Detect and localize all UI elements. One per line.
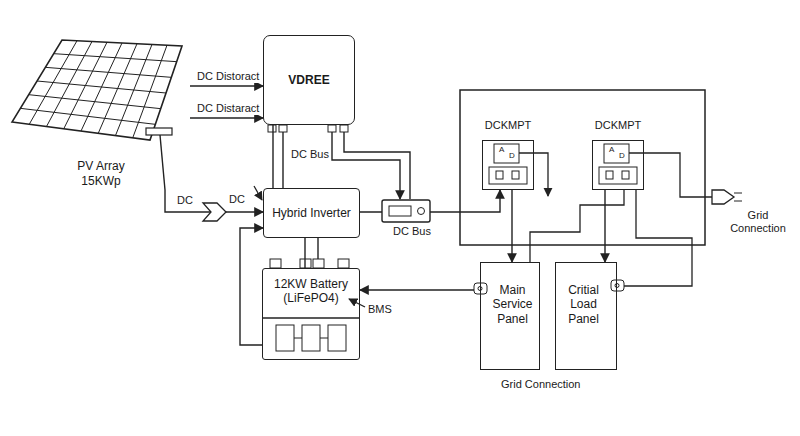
ad-converter <box>494 144 519 163</box>
bms-leader <box>349 299 365 307</box>
battery-details <box>262 259 360 351</box>
panel-plug <box>611 280 624 291</box>
pv-array: PV Array 15KWp <box>5 35 190 190</box>
pv-cell-line <box>54 54 177 62</box>
battery-wire <box>317 238 318 260</box>
node-heading: DCKMPT <box>573 119 663 132</box>
battery-cell <box>276 325 294 351</box>
terminal <box>496 171 503 179</box>
cell-link <box>294 338 302 339</box>
connector <box>340 125 348 132</box>
critical-load-wire <box>624 190 692 286</box>
dc-leader <box>254 186 262 200</box>
wire-label: DC <box>228 193 246 206</box>
pv-cell-line <box>29 95 161 109</box>
node-label: PV Array 15KWp <box>65 159 137 188</box>
battery-box: 12KW Battery (LiFePO4) <box>262 268 360 360</box>
battery-terminal <box>270 259 281 268</box>
connector <box>511 190 512 262</box>
dc-bus-meter <box>389 206 411 216</box>
connector <box>279 125 287 132</box>
connector-label: DC <box>176 194 194 207</box>
connector <box>304 238 305 268</box>
signal-label: D <box>508 151 516 161</box>
terminal <box>512 171 519 179</box>
cell-link <box>320 338 328 339</box>
terminal-block <box>489 167 527 184</box>
signal-label: A <box>498 145 505 155</box>
pv-panel <box>12 40 182 190</box>
critical-load-panel: Critial Load Panel <box>555 262 617 370</box>
dc-bus-box <box>382 200 430 222</box>
connector <box>190 85 263 86</box>
part-label: BMS <box>367 303 393 316</box>
device-connectors <box>268 125 348 132</box>
panel-wire <box>530 190 624 262</box>
hybrid-inverter-box: Hybrid Inverter <box>263 188 360 238</box>
pv-cell-line <box>45 67 171 77</box>
signal-label: A <box>608 145 615 155</box>
connector <box>272 125 273 188</box>
main-service-panel: Main Service Panel <box>480 262 540 370</box>
grid-plug <box>712 190 742 204</box>
charge-controller-box: VDREE <box>263 35 355 125</box>
dc-combiner <box>203 203 226 221</box>
signal-label: D <box>618 151 626 161</box>
converter-symbols <box>489 144 637 184</box>
pv-bracket <box>146 128 172 135</box>
pv-cell-line <box>20 108 155 124</box>
pv-stand <box>160 135 165 190</box>
terminal <box>622 171 629 179</box>
pv-cell-line <box>37 81 166 93</box>
connector <box>604 190 605 262</box>
dc-bus-port <box>418 208 425 215</box>
plug-body <box>712 190 734 204</box>
node-label: Hybrid Inverter <box>272 206 351 220</box>
battery-cell <box>302 325 320 351</box>
connector <box>240 228 263 345</box>
node-heading: DCKMPT <box>463 119 553 132</box>
dckmpt-box: DCKMPT <box>482 140 534 190</box>
plug-pin <box>615 284 619 288</box>
caption-label: Grid Connection <box>500 378 582 391</box>
grid-wire <box>629 153 712 197</box>
pv-panel-frame <box>12 40 182 140</box>
node-label: VDREE <box>288 73 329 87</box>
connector-label: DC Distoract <box>196 70 260 83</box>
terminal-block <box>599 167 637 184</box>
connector-label: DC Distaract <box>196 102 260 115</box>
connector <box>190 117 263 118</box>
pv-cell-grid <box>20 41 176 138</box>
grid-label: Grid Connection <box>722 209 794 235</box>
bus-label: DC Bus <box>392 225 432 238</box>
dckmpt-box: DCKMPT <box>592 140 644 190</box>
ad-converter <box>604 144 629 163</box>
node-label: Main Service Panel <box>489 283 536 326</box>
dc-bus-wire <box>282 132 283 188</box>
battery-cell <box>328 325 346 351</box>
connector-label: DC Bus <box>290 148 330 161</box>
node-label: 12KW Battery (LiFePO4) <box>267 277 355 306</box>
connector <box>268 125 276 132</box>
plug-pin <box>734 201 742 202</box>
terminal <box>606 171 613 179</box>
connector <box>328 125 336 132</box>
battery-terminal <box>313 259 324 268</box>
battery-terminal <box>338 259 349 268</box>
controller-enclosure <box>460 90 705 245</box>
connector <box>360 289 480 290</box>
node-label: Critial Load Panel <box>559 283 608 326</box>
battery-divider <box>262 317 360 318</box>
plug-pin <box>734 193 742 194</box>
